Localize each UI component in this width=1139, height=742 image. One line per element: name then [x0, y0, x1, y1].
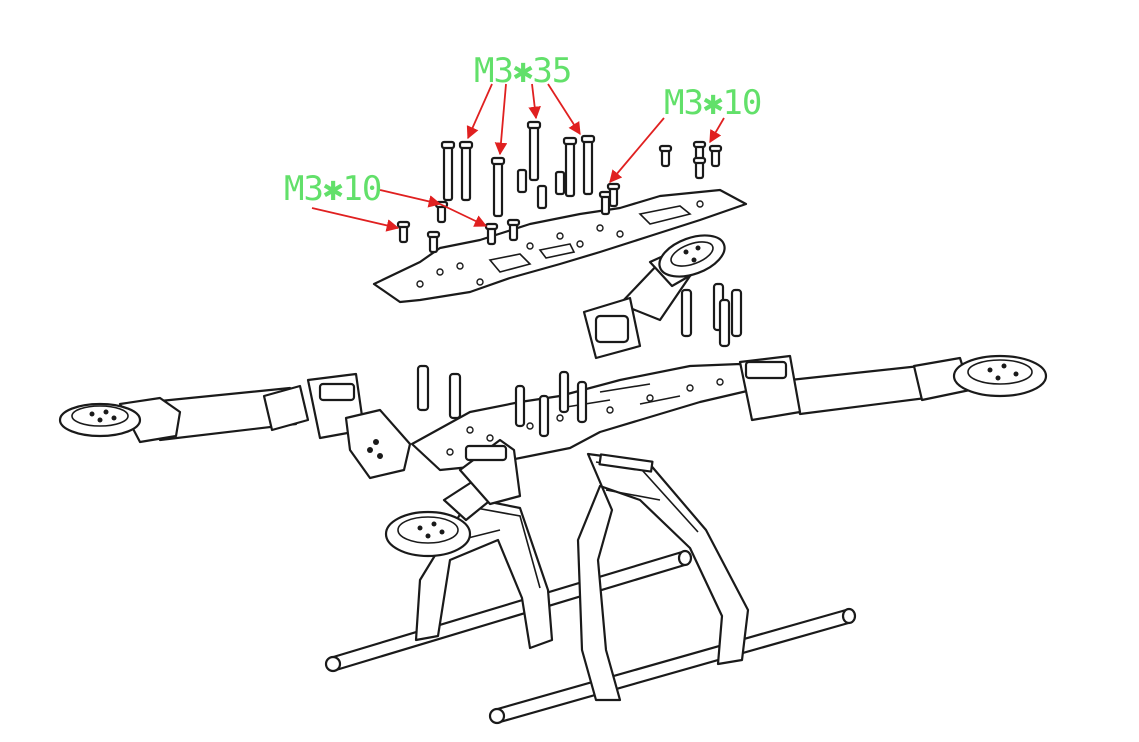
standoffs-loose: [680, 282, 743, 348]
screws-m3x10-left: [396, 200, 521, 254]
arrow-m3x35-1: [466, 83, 493, 140]
label-m3x35: M3✱35: [474, 51, 572, 91]
arrow-m3x35-3: [528, 83, 541, 120]
motor-mount-left: [58, 402, 142, 438]
screws-m3x35: [440, 120, 596, 218]
arrow-m3x35-2: [494, 83, 508, 156]
arrow-m3x10-left-2: [379, 189, 442, 208]
arm-front: [384, 438, 522, 558]
leader-arrows: [311, 83, 725, 232]
arm-left: [58, 372, 412, 480]
arrow-m3x35-4: [547, 83, 581, 136]
arrow-m3x10-left-1: [311, 207, 400, 232]
standoffs-bottom: [416, 364, 588, 438]
landing-leg-rear: [576, 452, 750, 702]
landing-gear: [324, 452, 857, 725]
screws-m3x10-right: [598, 140, 723, 216]
motor-mount-front: [384, 510, 472, 558]
top-plate: [372, 188, 748, 304]
arrow-m3x10-right-1: [609, 117, 665, 183]
arrow-m3x10-right-2: [709, 117, 725, 144]
label-m3x10-left: M3✱10: [284, 169, 382, 209]
arrow-m3x10-left-3: [439, 203, 488, 227]
arm-rear-exploded: [582, 234, 726, 360]
arm-right: [738, 354, 1048, 422]
motor-mount-rear: [658, 234, 726, 278]
skid-tube-front: [324, 549, 693, 673]
label-m3x10-right: M3✱10: [664, 83, 762, 123]
motor-mount-right: [952, 354, 1048, 398]
